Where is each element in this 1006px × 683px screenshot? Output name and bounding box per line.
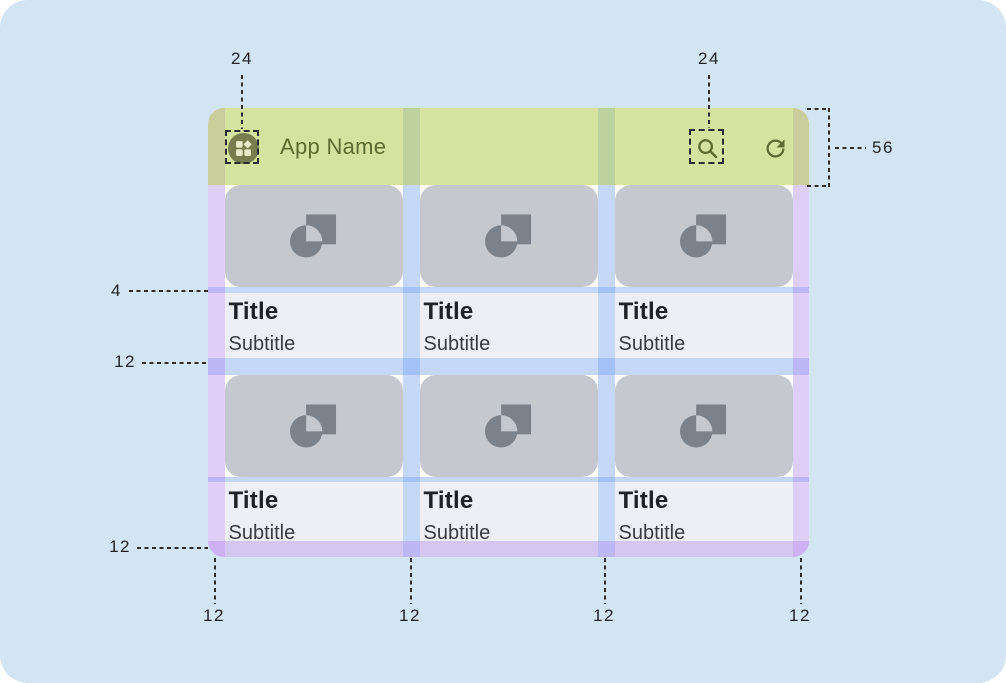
measure-line [213,558,216,604]
left-margin-overlay [208,108,225,557]
measure-line [835,147,866,149]
card-text-block[interactable]: Title Subtitle [614,292,793,358]
refresh-icon [766,139,784,158]
app-mockup: Title Subtitle Title Subtitle Title Subt… [208,108,809,557]
measure-line [142,362,208,364]
measure-label-logo-icon: 24 [231,49,253,68]
measure-label-gutter-2: 12 [593,606,615,625]
card-subtitle: Subtitle [423,522,491,544]
app-logo-button[interactable] [228,133,259,164]
card-title: Title [618,297,669,325]
measure-label-image-text-gap: 4 [111,281,122,300]
card-title: Title [228,487,279,514]
column-gutter-overlay [598,108,615,557]
measure-line [603,558,606,604]
measure-box-logo-icon [225,130,259,164]
measure-box-search-icon [689,129,724,164]
card-text-block[interactable]: Title Subtitle [419,292,598,358]
card-subtitle: Subtitle [618,522,686,544]
measure-label-bottom-margin: 12 [109,537,131,556]
app-bar: App Name [208,108,809,185]
column-gutter-overlay [403,108,420,557]
card-image[interactable] [419,374,598,477]
measure-line [129,290,208,292]
measure-line [799,558,802,604]
measure-label-app-bar-height: 56 [872,138,894,157]
card-image[interactable] [614,374,793,477]
card-subtitle: Subtitle [423,332,491,355]
card-image[interactable] [224,185,403,287]
app-title: App Name [280,133,387,159]
cards-grid: Title Subtitle Title Subtitle Title Subt… [208,108,809,557]
image-placeholder-icon [680,214,727,258]
card-image[interactable] [419,185,598,287]
measure-tick [807,108,829,110]
image-placeholder-icon [485,403,532,448]
measure-label-row-gutter: 12 [114,352,136,371]
bottom-margin-overlay [208,540,809,557]
card-subtitle: Subtitle [228,332,296,355]
image-placeholder-icon [485,214,532,258]
image-placeholder-icon [290,403,337,448]
measure-line [708,75,710,128]
card-title: Title [618,487,669,514]
card-title: Title [423,297,474,325]
search-button[interactable] [694,134,722,162]
measure-label-right-margin: 12 [789,606,811,625]
card-image[interactable] [614,185,793,287]
card-image[interactable] [224,374,403,477]
card-title: Title [423,487,474,514]
measure-label-action-icon: 24 [698,49,720,68]
refresh-button[interactable] [761,135,789,163]
measure-line [241,75,243,129]
measure-line [409,558,412,604]
card-title: Title [228,297,279,325]
dashboard-logo-icon [236,140,252,156]
right-margin-overlay [792,108,809,557]
image-text-gap-overlay [208,476,809,482]
measure-label-gutter-1: 12 [399,606,421,625]
card-text-block[interactable]: Title Subtitle [224,292,403,358]
row-gutter-overlay [208,358,809,375]
image-placeholder-icon [680,403,727,448]
card-subtitle: Subtitle [618,332,686,355]
image-placeholder-icon [290,214,337,258]
measure-line [137,547,208,549]
card-text-block[interactable]: Title Subtitle [224,482,403,557]
image-text-gap-overlay [208,287,809,293]
measure-tick [807,185,829,187]
measure-line [827,108,830,187]
card-text-block[interactable]: Title Subtitle [614,482,793,557]
search-icon [698,138,718,158]
card-text-block[interactable]: Title Subtitle [419,482,598,557]
measure-label-left-margin: 12 [203,606,225,625]
card-subtitle: Subtitle [228,522,296,544]
